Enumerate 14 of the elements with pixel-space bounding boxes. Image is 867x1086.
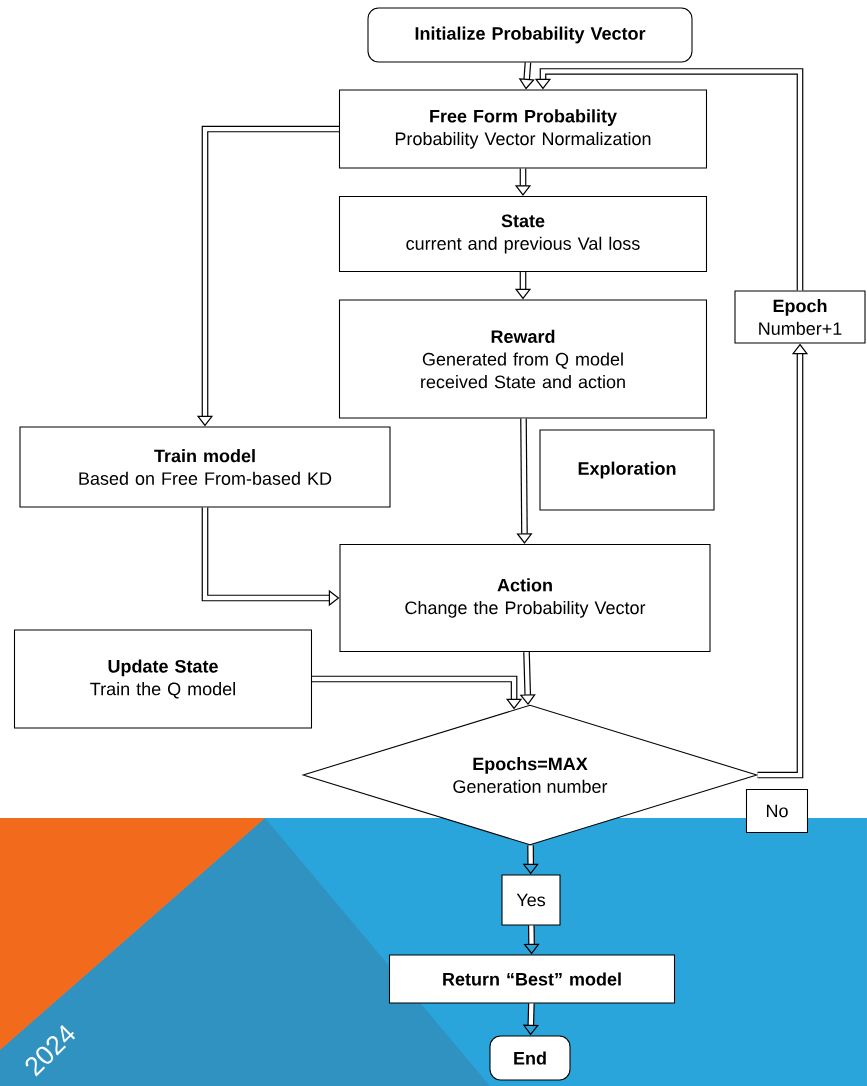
process-box: Epoch Number+1 [734,290,866,344]
terminal-box: Initialize Probability Vector [367,7,693,63]
process-box: Train model Based on Free From-based KD [19,426,391,508]
process-box: Action Change the Probability Vector [339,543,711,653]
terminal-box: End [489,1035,571,1081]
process-box: Update State Train the Q model [13,629,313,729]
process-box: Reward Generated from Q model received State and action [338,299,708,419]
process-box: Return “Best” model [388,954,676,1004]
process-box: Yes [501,874,561,926]
process-box: State current and previous Val loss [338,195,708,273]
process-box: Free Form Probability Probability Vector Normalization [338,89,708,169]
process-box: No [745,788,809,834]
arrow [516,418,533,544]
process-box: Exploration [539,429,715,511]
